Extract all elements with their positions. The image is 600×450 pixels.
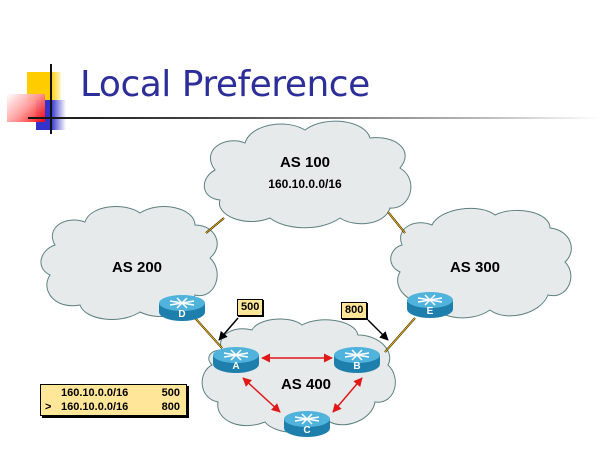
router-e: E — [406, 291, 454, 319]
best-path-marker: > — [45, 401, 52, 413]
cloud-label-as300: AS 300 — [450, 259, 500, 276]
bgp-table-row: > 160.10.0.0/16 800 — [41, 400, 186, 414]
cloud-label-as400: AS 400 — [281, 376, 331, 393]
svg-text:D: D — [178, 309, 185, 320]
route-local-pref: 800 — [161, 401, 180, 413]
pointer-500-to-a — [218, 317, 239, 341]
cloud-as300 — [390, 207, 572, 319]
router-c: C — [283, 410, 331, 438]
bgp-table: 160.10.0.0/16 500 > 160.10.0.0/16 800 — [40, 384, 187, 416]
bgp-table-row: 160.10.0.0/16 500 — [41, 386, 186, 400]
router-d: D — [158, 294, 206, 322]
title-underline — [28, 117, 600, 119]
route-prefix: 160.10.0.0/16 — [61, 401, 129, 413]
cloud-as200 — [40, 206, 218, 320]
local-pref-tag-a: 500 — [237, 299, 264, 316]
route-local-pref: 500 — [161, 387, 180, 399]
svg-text:E: E — [427, 306, 434, 317]
cloud-label-as100: AS 100 — [280, 154, 330, 171]
cloud-sublabel-as100: 160.10.0.0/16 — [268, 177, 342, 191]
route-prefix: 160.10.0.0/16 — [61, 387, 129, 399]
cloud-as100 — [203, 120, 412, 229]
svg-text:C: C — [303, 425, 310, 436]
cloud-label-as200: AS 200 — [112, 259, 162, 276]
svg-text:A: A — [232, 361, 239, 372]
svg-text:B: B — [353, 361, 360, 372]
local-pref-tag-b: 800 — [341, 302, 368, 319]
decor-vertical-line — [50, 64, 52, 134]
pointer-800-to-b — [367, 319, 389, 341]
router-a: A — [212, 346, 260, 374]
ibgp-link-b-c — [332, 377, 363, 413]
slide-title: Local Preference — [80, 64, 370, 105]
router-b: B — [333, 346, 381, 374]
ibgp-link-a-c — [242, 377, 281, 413]
